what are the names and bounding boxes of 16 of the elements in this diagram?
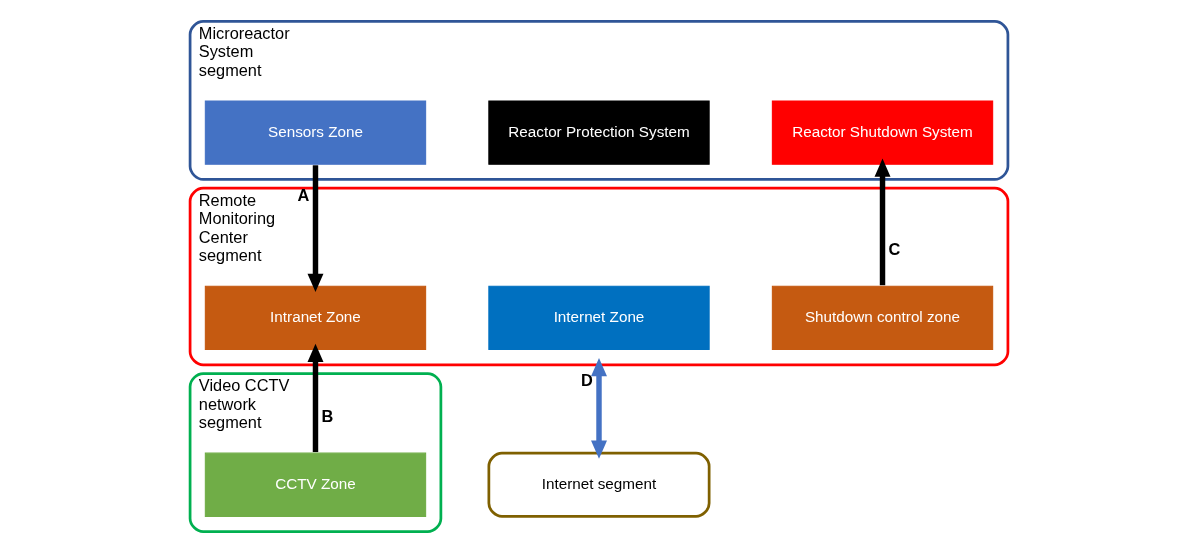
edge-label: D bbox=[581, 371, 593, 390]
node-box: Internet Zone bbox=[488, 285, 710, 351]
edge-label: A bbox=[297, 185, 310, 204]
node-box: Reactor Protection System bbox=[488, 100, 710, 165]
node-box: Shutdown control zone bbox=[771, 285, 994, 351]
arrow bbox=[591, 358, 607, 459]
node-box: Reactor Shutdown System bbox=[771, 100, 994, 165]
node-box: CCTV Zone bbox=[204, 452, 427, 517]
edge-label: B bbox=[321, 407, 334, 425]
arrow bbox=[874, 158, 891, 286]
node-box: Sensors Zone bbox=[204, 100, 427, 165]
edge-label: C bbox=[888, 240, 901, 259]
arrow bbox=[307, 343, 324, 453]
node-box: Intranet Zone bbox=[204, 285, 427, 351]
arrow bbox=[307, 165, 324, 292]
node-box: Internet segment bbox=[487, 451, 711, 518]
